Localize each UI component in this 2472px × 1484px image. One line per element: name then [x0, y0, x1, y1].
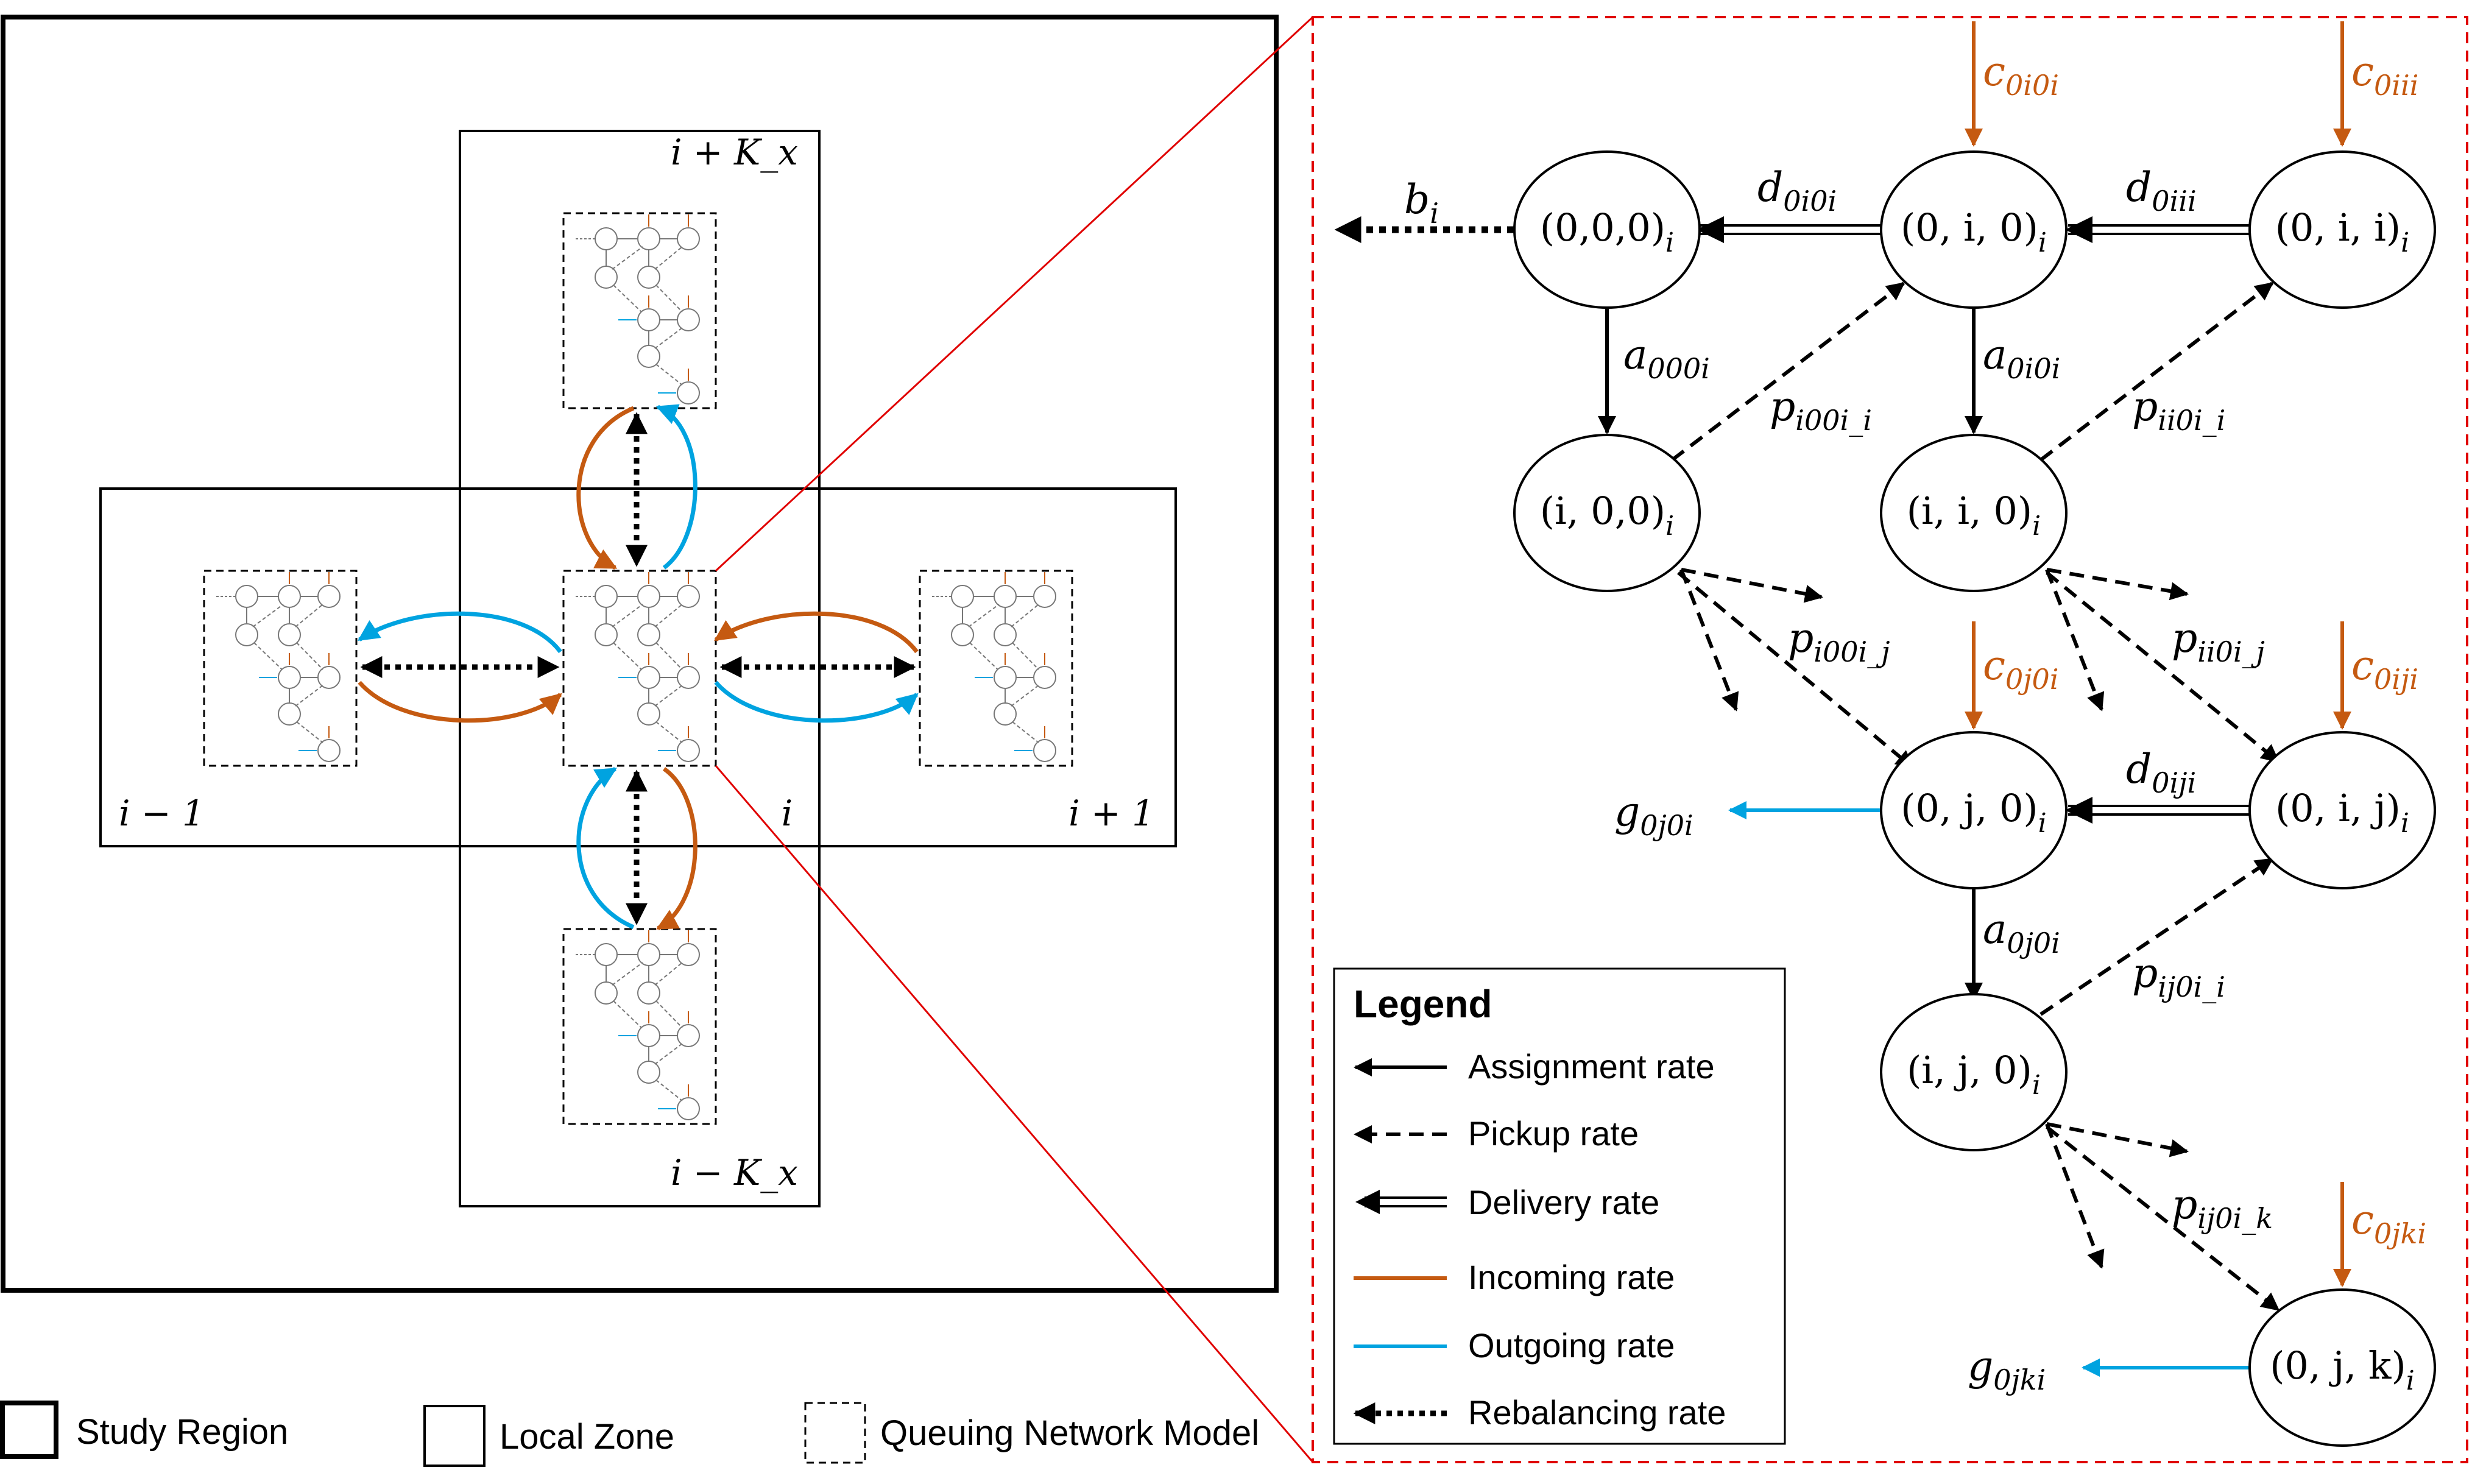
zone-label-center: i — [782, 793, 793, 834]
rate-c-0iji: c0iji — [2351, 642, 2418, 696]
incoming-arrows — [1965, 21, 2351, 1287]
study-region-label: Study Region — [76, 1412, 288, 1452]
svg-text:(i, j, 0)i: (i, j, 0)i — [1907, 1048, 2041, 1101]
rate-p-i00i-j: pi00i_j — [1788, 615, 1890, 668]
legend-delivery-label: Delivery rate — [1468, 1183, 1659, 1221]
svg-text:(0, j, 0)i: (0, j, 0)i — [1901, 786, 2046, 839]
rebalancing-arrows — [360, 412, 916, 925]
study-region-box — [1, 15, 1279, 1293]
rate-legend: Legend Assignment rate Pickup rate Deliv… — [1333, 967, 1786, 1445]
rate-p-ii0i-j: pii0i_j — [2172, 615, 2265, 668]
svg-text:(0, j, k)i: (0, j, k)i — [2270, 1343, 2415, 1396]
node-0i0: (0, i, 0)i — [1880, 150, 2068, 309]
zone-label-left: i − 1 — [119, 793, 205, 834]
legend-incoming-label: Incoming rate — [1468, 1258, 1675, 1296]
queuing-model-thumbnail-right — [919, 570, 1073, 767]
rate-a-0i0i: a0i0i — [1983, 331, 2060, 385]
node-ij0: (i, j, 0)i — [1880, 993, 2068, 1151]
rate-d-0i0i: d0i0i — [1757, 164, 1837, 217]
study-region-panel: i + K_x i − 1 i i + 1 i − K_x — [1, 15, 1314, 1463]
queuing-model-thumbnail-center — [562, 570, 717, 767]
rate-g-0jki: g0jki — [1968, 1343, 2046, 1396]
study-region-swatch — [0, 1401, 58, 1459]
rate-d-0iji: d0iji — [2126, 746, 2196, 799]
queuing-model-thumbnail-left — [203, 570, 358, 767]
rate-p-ij0i-k: pij0i_k — [2172, 1181, 2273, 1235]
rate-c-0iii: c0iii — [2351, 48, 2418, 102]
svg-text:(i, i, 0)i: (i, i, 0)i — [1907, 489, 2041, 542]
node-i00: (i, 0,0)i — [1513, 434, 1701, 592]
legend-rebalancing-label: Rebalancing rate — [1468, 1393, 1726, 1432]
svg-text:(0, i, 0)i: (0, i, 0)i — [1901, 205, 2047, 258]
detail-frame — [1312, 16, 2468, 1463]
node-0ii: (0, i, i)i — [2248, 150, 2436, 309]
rate-c-0i0i: c0i0i — [1983, 48, 2059, 102]
bottom-legend: Study Region Local Zone Queuing Network … — [0, 1401, 1259, 1467]
svg-text:(0, i, j)i: (0, i, j)i — [2275, 786, 2409, 839]
legend-outgoing-label: Outgoing rate — [1468, 1326, 1675, 1365]
rate-c-0jki: c0jki — [2351, 1196, 2426, 1250]
zone-label-top: i + K_x — [671, 132, 798, 173]
node-0jk: (0, j, k)i — [2248, 1288, 2436, 1447]
zoom-line-bottom — [715, 765, 1314, 1463]
zone-flow-arrows — [358, 404, 919, 931]
queuing-model-swatch — [804, 1402, 866, 1464]
rate-p-i00i-i: pi00i_i — [1770, 383, 1872, 437]
node-0j0: (0, j, 0)i — [1880, 731, 2068, 889]
svg-text:(0,0,0)i: (0,0,0)i — [1540, 205, 1674, 258]
rate-p-ij0i-i: pij0i_i — [2132, 950, 2225, 1003]
rate-a-0j0i: a0j0i — [1983, 906, 2060, 959]
queuing-model-thumbnail-bottom — [562, 928, 717, 1125]
rate-a-000i: a000i — [1623, 331, 1710, 385]
rate-c-0j0i: c0j0i — [1983, 642, 2058, 696]
legend-title: Legend — [1354, 982, 1492, 1026]
rate-g-0j0i: g0j0i — [1614, 788, 1693, 842]
zone-label-bottom: i − K_x — [671, 1152, 798, 1193]
legend-pickup-label: Pickup rate — [1468, 1114, 1639, 1153]
node-ii0: (i, i, 0)i — [1880, 434, 2068, 592]
pickup-arrows — [1671, 281, 2280, 1312]
node-0ij: (0, i, j)i — [2248, 731, 2436, 889]
local-zone-swatch — [423, 1405, 486, 1467]
assignment-arrows — [1598, 308, 1983, 1001]
node-000: (0,0,0)i — [1513, 150, 1701, 309]
local-zone-label: Local Zone — [500, 1417, 674, 1457]
rate-b-i: bi — [1404, 176, 1439, 230]
zone-label-right: i + 1 — [1068, 793, 1154, 834]
rate-d-0iii: d0iii — [2126, 164, 2197, 217]
rate-p-ii0i-i: pii0i_i — [2132, 383, 2225, 437]
outgoing-arrows — [1728, 801, 2251, 1377]
svg-text:(0, i, i)i: (0, i, i)i — [2275, 205, 2409, 258]
delivery-arrows — [1697, 216, 2251, 824]
zoom-line-top — [715, 16, 1314, 572]
rate-labels: bi d0i0i d0iii c0i0i c0iii a000i a0i0i p… — [1404, 48, 2426, 1396]
legend-assignment-label: Assignment rate — [1468, 1047, 1715, 1086]
legend-delivery-swatch — [1355, 1190, 1447, 1214]
svg-text:(i, 0,0)i: (i, 0,0)i — [1540, 489, 1674, 542]
queuing-model-thumbnail-top — [562, 212, 717, 409]
detailed-network-panel: (0,0,0)i (0, i, 0)i (0, i, i)i (i, 0,0)i… — [1312, 16, 2468, 1463]
queuing-model-label: Queuing Network Model — [880, 1413, 1259, 1453]
